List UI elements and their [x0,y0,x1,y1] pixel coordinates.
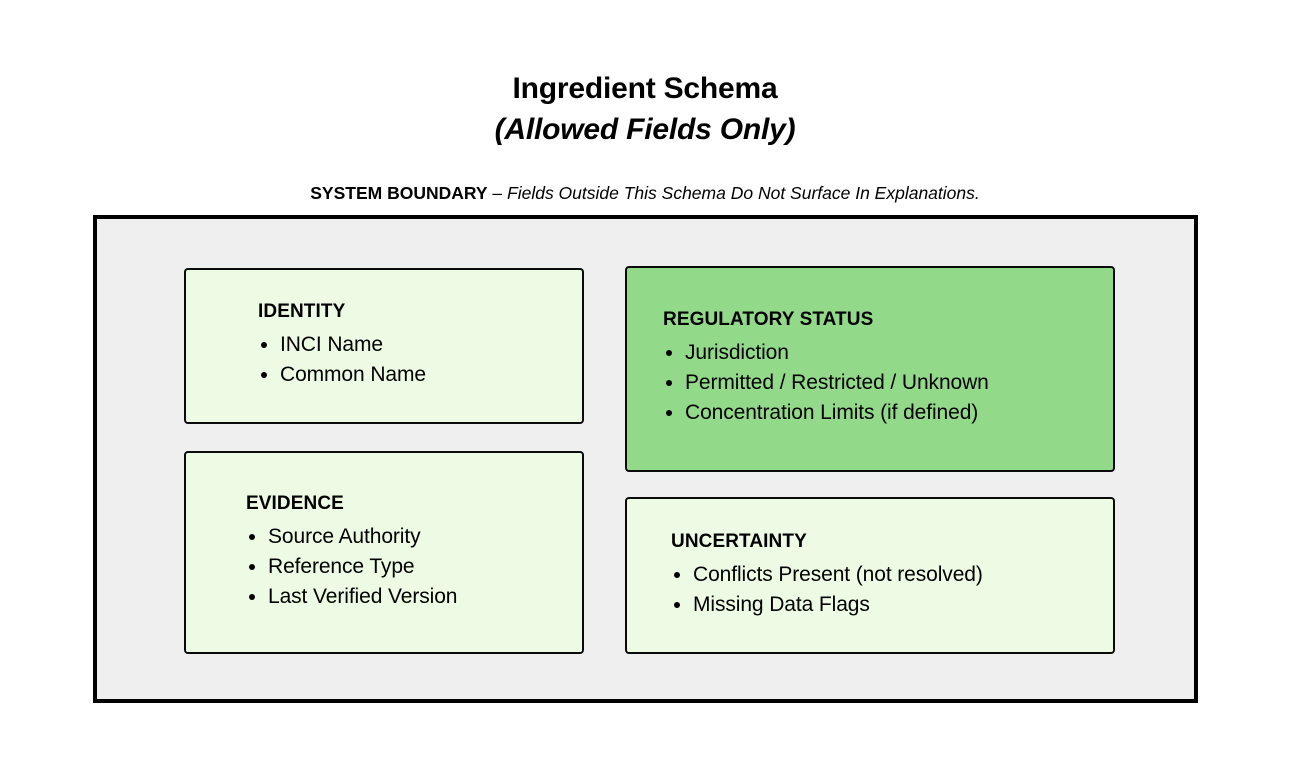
schema-card-identity: IDENTITY INCI Name Common Name [184,268,584,424]
page-title-line2: (Allowed Fields Only) [494,113,796,146]
system-boundary-separator: – [487,183,508,203]
list-item: Source Authority [268,521,582,551]
schema-card-evidence-heading: EVIDENCE [246,492,344,514]
schema-card-evidence-fields: Source Authority Reference Type Last Ver… [246,521,582,611]
schema-card-evidence: EVIDENCE Source Authority Reference Type… [184,451,584,654]
list-item: INCI Name [280,330,582,360]
list-item: Jurisdiction [685,338,1113,368]
system-boundary-label: SYSTEM BOUNDARY [310,183,488,203]
schema-card-regulatory-status-content: REGULATORY STATUS Jurisdiction Permitted… [627,310,1113,428]
schema-card-uncertainty: UNCERTAINTY Conflicts Present (not resol… [625,497,1115,654]
system-boundary-caption: SYSTEM BOUNDARY – Fields Outside This Sc… [0,183,1290,203]
list-item: Concentration Limits (if defined) [685,398,1113,428]
list-item: Reference Type [268,551,582,581]
list-item: Common Name [280,360,582,390]
schema-card-identity-fields: INCI Name Common Name [258,330,582,390]
schema-card-identity-heading: IDENTITY [258,300,346,322]
system-boundary-container: IDENTITY INCI Name Common Name REGULATOR… [93,215,1198,703]
schema-card-identity-content: IDENTITY INCI Name Common Name [186,302,582,390]
list-item: Conflicts Present (not resolved) [693,559,1113,589]
schema-card-uncertainty-fields: Conflicts Present (not resolved) Missing… [671,559,1113,619]
schema-card-evidence-content: EVIDENCE Source Authority Reference Type… [186,493,582,611]
page-title-line1: Ingredient Schema [512,72,778,105]
schema-card-uncertainty-heading: UNCERTAINTY [671,530,807,552]
diagram-header: Ingredient Schema (Allowed Fields Only) … [0,0,1290,203]
list-item: Missing Data Flags [693,590,1113,620]
system-boundary-description: Fields Outside This Schema Do Not Surfac… [507,183,980,203]
list-item: Permitted / Restricted / Unknown [685,368,1113,398]
schema-card-regulatory-status-fields: Jurisdiction Permitted / Restricted / Un… [663,338,1113,428]
schema-card-regulatory-status: REGULATORY STATUS Jurisdiction Permitted… [625,266,1115,472]
schema-card-uncertainty-content: UNCERTAINTY Conflicts Present (not resol… [627,531,1113,619]
schema-card-regulatory-status-heading: REGULATORY STATUS [663,308,874,330]
list-item: Last Verified Version [268,582,582,612]
